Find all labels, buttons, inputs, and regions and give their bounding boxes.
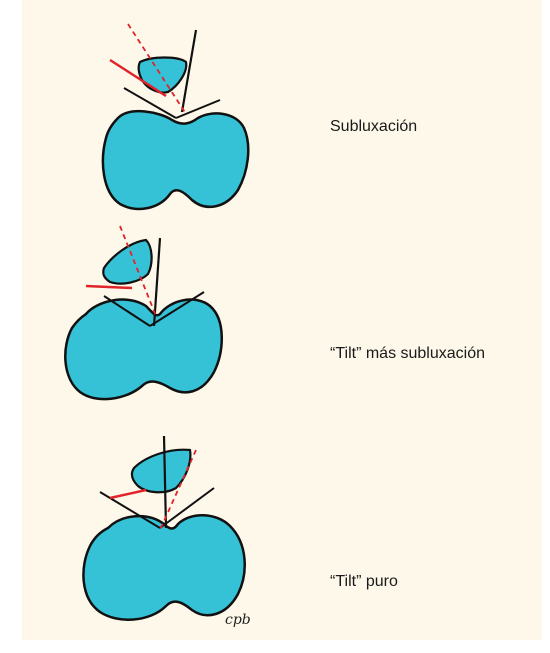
artist-signature: cpb (225, 612, 251, 628)
caption-subluxation: Subluxación (330, 118, 417, 136)
femur-shape (65, 300, 221, 400)
red-line (86, 286, 132, 288)
caption-tilt-subluxation: “Tilt” más subluxación (330, 345, 485, 363)
caption-pure-tilt: “Tilt” puro (330, 573, 398, 591)
femur-shape (103, 111, 248, 209)
reference-line (164, 436, 166, 528)
diagram-subluxation (103, 24, 248, 209)
diagram-pure-tilt (83, 436, 244, 620)
patella-shape (139, 58, 187, 93)
red-line (110, 490, 146, 498)
diagram-tilt-subluxation (65, 226, 221, 399)
femur-shape (83, 515, 244, 619)
patella-shape (132, 450, 190, 493)
